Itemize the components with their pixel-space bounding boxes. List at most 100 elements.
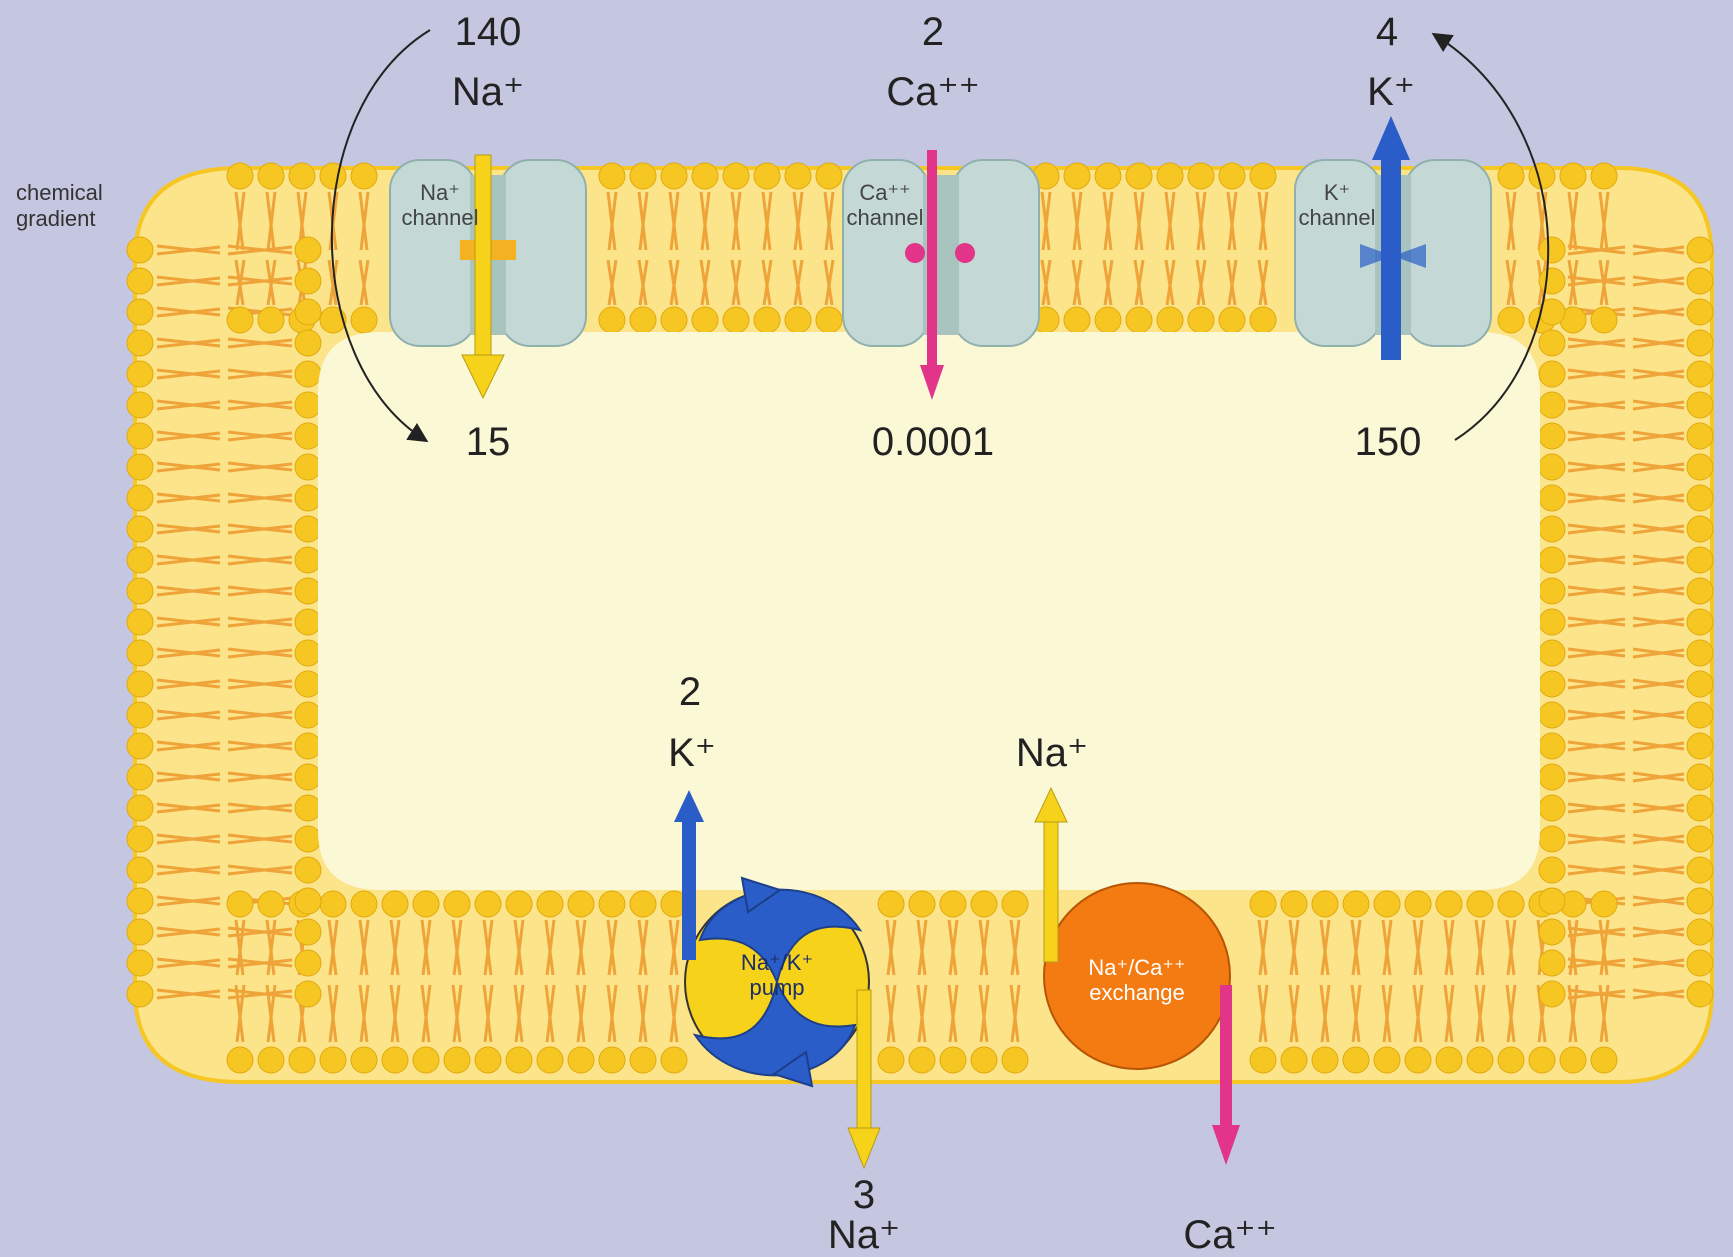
lipid-head [295, 485, 321, 511]
lipid-head [289, 163, 315, 189]
lipid-head [1405, 891, 1431, 917]
lipid-head [227, 163, 253, 189]
lipid-head [1591, 307, 1617, 333]
lipid-head [295, 392, 321, 418]
lipid-head [692, 307, 718, 333]
lipid-head [1539, 671, 1565, 697]
lipid-head [971, 1047, 997, 1073]
exchanger-label-line2: exchange [1088, 980, 1185, 1005]
lipid-head [127, 423, 153, 449]
lipid-head [568, 1047, 594, 1073]
lipid-head [1539, 454, 1565, 480]
lipid-head [382, 891, 408, 917]
lipid-head [1687, 857, 1713, 883]
lipid-head [1687, 361, 1713, 387]
lipid-head [1687, 268, 1713, 294]
cytoplasm [318, 332, 1540, 890]
lipid-head [1157, 163, 1183, 189]
pump-na-ion: Na⁺ [828, 1215, 900, 1255]
lipid-head [127, 361, 153, 387]
chemical-gradient-label: chemical gradient [16, 180, 103, 233]
lipid-head [295, 237, 321, 263]
lipid-head [295, 578, 321, 604]
lipid-head [295, 547, 321, 573]
lipid-head [940, 1047, 966, 1073]
lipid-head [1539, 640, 1565, 666]
na-channel-label-line2: channel [401, 205, 478, 230]
lipid-head [630, 307, 656, 333]
lipid-head [1687, 919, 1713, 945]
lipid-head [1250, 891, 1276, 917]
lipid-head [475, 1047, 501, 1073]
lipid-head [127, 547, 153, 573]
lipid-head [1095, 307, 1121, 333]
lipid-head [1539, 826, 1565, 852]
lipid-head [1560, 163, 1586, 189]
lipid-head [1374, 891, 1400, 917]
lipid-head [1687, 237, 1713, 263]
lipid-head [1312, 891, 1338, 917]
lipid-head [227, 1047, 253, 1073]
lipid-head [1687, 950, 1713, 976]
exchanger-ca-ion: Ca⁺⁺ [1183, 1215, 1276, 1255]
lipid-head [909, 891, 935, 917]
lipid-head [295, 640, 321, 666]
lipid-head [1539, 950, 1565, 976]
lipid-head [1498, 891, 1524, 917]
na-inside-concentration: 15 [466, 422, 511, 462]
pump-label: Na⁺/K⁺ pump [741, 950, 813, 1001]
lipid-head [537, 1047, 563, 1073]
lipid-head [1188, 163, 1214, 189]
lipid-head [940, 891, 966, 917]
lipid-head [295, 950, 321, 976]
exchanger-label-line1: Na⁺/Ca⁺⁺ [1088, 955, 1185, 980]
lipid-head [1687, 981, 1713, 1007]
lipid-head [295, 981, 321, 1007]
pump-k-ion: K⁺ [668, 733, 716, 773]
lipid-head [295, 454, 321, 480]
lipid-head [568, 891, 594, 917]
lipid-head [1539, 578, 1565, 604]
lipid-head [444, 1047, 470, 1073]
lipid-head [661, 307, 687, 333]
na-channel-label: Na⁺ channel [401, 180, 478, 231]
ca-outside-ion: Ca⁺⁺ [886, 72, 979, 112]
lipid-head [1687, 795, 1713, 821]
lipid-head [320, 891, 346, 917]
lipid-head [127, 268, 153, 294]
lipid-head [127, 981, 153, 1007]
lipid-head [878, 891, 904, 917]
k-outside-concentration: 4 [1376, 12, 1398, 52]
lipid-head [1539, 516, 1565, 542]
lipid-head [909, 1047, 935, 1073]
lipid-head [320, 1047, 346, 1073]
lipid-head [258, 163, 284, 189]
lipid-head [754, 307, 780, 333]
pump-k-count: 2 [679, 672, 701, 712]
lipid-head [1687, 547, 1713, 573]
lipid-head [630, 163, 656, 189]
lipid-head [1539, 268, 1565, 294]
lipid-head [1281, 1047, 1307, 1073]
lipid-head [1539, 795, 1565, 821]
lipid-head [816, 163, 842, 189]
lipid-head [599, 163, 625, 189]
side-label-line2: gradient [16, 206, 103, 232]
lipid-head [1539, 237, 1565, 263]
lipid-head [1687, 609, 1713, 635]
na-channel-label-line1: Na⁺ [401, 180, 478, 205]
lipid-head [599, 891, 625, 917]
lipid-head [1591, 163, 1617, 189]
lipid-head [1591, 891, 1617, 917]
lipid-head [1687, 702, 1713, 728]
na-outside-ion: Na⁺ [452, 72, 524, 112]
lipid-head [1529, 1047, 1555, 1073]
lipid-head [1219, 163, 1245, 189]
lipid-head [1002, 1047, 1028, 1073]
lipid-head [127, 578, 153, 604]
lipid-head [1539, 547, 1565, 573]
lipid-head [1687, 733, 1713, 759]
lipid-head [127, 485, 153, 511]
lipid-head [127, 392, 153, 418]
lipid-head [127, 733, 153, 759]
